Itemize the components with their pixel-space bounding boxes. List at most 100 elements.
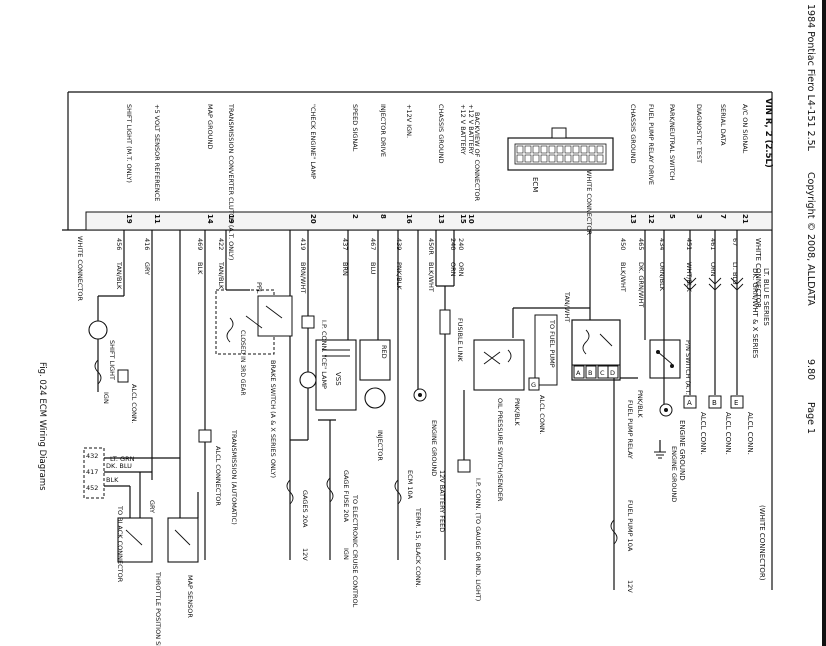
svg-text:Fig. 024 ECM Wiring Diagrams: Fig. 024 ECM Wiring Diagrams — [37, 362, 47, 491]
circuit-number: 465 — [637, 238, 645, 250]
pin-number: 11 — [153, 214, 161, 224]
plug-cell — [588, 145, 596, 154]
ecm-connector-plug — [507, 127, 614, 171]
svg-text:RED: RED — [380, 345, 388, 359]
pin-function-label: SERIAL DATA — [719, 104, 727, 146]
plug-cell — [540, 145, 548, 154]
pin-number: 8 — [379, 214, 387, 219]
plug-cell — [516, 145, 524, 154]
plug-cell — [572, 154, 580, 163]
svg-text:(WHITE CONNECTOR): (WHITE CONNECTOR) — [758, 505, 766, 581]
svg-text:ALCL CONN.: ALCL CONN. — [130, 384, 138, 424]
page-header: 1984 Pontiac Fiero L4-151 2.5L Copyright… — [805, 4, 816, 434]
circuit-number: 67 — [731, 238, 739, 246]
plug-cell — [588, 154, 596, 163]
svg-text:ALCL CONNECTOR: ALCL CONNECTOR — [214, 446, 222, 506]
circuit-number: 240 — [449, 238, 457, 250]
svg-text:TO BLACK CONNECTOR: TO BLACK CONNECTOR — [116, 505, 124, 583]
wire-color: GRY — [143, 262, 151, 275]
svg-text:PPL: PPL — [255, 282, 263, 294]
header-title: 1984 Pontiac Fiero L4-151 2.5L — [805, 4, 816, 152]
circuit-number: 439 — [395, 238, 403, 250]
svg-text:PNK/BLK: PNK/BLK — [513, 398, 521, 426]
svg-text:DK. BLU: DK. BLU — [106, 462, 132, 470]
svg-text:B: B — [588, 369, 592, 377]
plug-cell — [580, 154, 588, 163]
svg-text:C: C — [600, 369, 605, 377]
pin-function-label: FUEL PUMP RELAY DRIVE — [647, 104, 655, 185]
svg-text:12V: 12V — [301, 548, 309, 561]
svg-text:D: D — [610, 369, 615, 377]
fuel-pump-relay-label: FUEL PUMP RELAY — [626, 400, 634, 459]
svg-text:A: A — [576, 369, 581, 377]
to-fuel-pump: G — [528, 314, 558, 391]
wire-color: BLK/WHT — [619, 262, 627, 292]
fuel-pump-12v: 12V — [626, 580, 634, 593]
pin-number: 7 — [719, 214, 727, 219]
circuit-number: 461 — [709, 238, 717, 250]
wire-color: ORN — [709, 262, 717, 277]
svg-text:BRAKE SWITCH (A & X SERIES ONL: BRAKE SWITCH (A & X SERIES ONLY) — [269, 360, 277, 478]
svg-text:GAGES 20A: GAGES 20A — [301, 490, 309, 528]
pin-function-label: DIAGNOSTIC TEST — [695, 104, 703, 163]
fuel-pump-fuse-label: FUEL PUMP 10A — [626, 500, 634, 552]
pin-function-label: TRANSMISSION CONVERTER CLUTCH (A.T. ONLY… — [227, 103, 235, 260]
circuit-number: 437 — [341, 238, 349, 250]
ecm-fuse — [394, 230, 402, 560]
pin-number: 13 — [437, 214, 445, 224]
tan-wht-bus — [512, 307, 590, 338]
wire-color: ORN — [457, 262, 465, 277]
brake-switch-assembly — [198, 230, 293, 560]
plug-cell — [564, 154, 572, 163]
circuit-number: 456 — [115, 238, 123, 250]
plug-cell — [580, 145, 588, 154]
pin-function-label: A/C ON SIGNAL — [741, 104, 749, 154]
circuit-number: 450R — [427, 238, 435, 255]
fuel-pump-relay: A B C D — [571, 230, 638, 590]
ecm-pin-strip — [85, 211, 773, 231]
plug-cell — [532, 154, 540, 163]
svg-text:TAN/WHT: TAN/WHT — [563, 291, 571, 322]
plug-cell — [596, 145, 604, 154]
header-version: 9.80 — [805, 359, 816, 380]
wire-pnk-blk-right: PNK/BLK — [636, 390, 644, 418]
plug-cell — [556, 154, 564, 163]
svg-text:FUSIBLE LINK: FUSIBLE LINK — [456, 318, 464, 362]
vss — [315, 230, 357, 411]
svg-text:B: B — [712, 399, 717, 407]
circuit-number: 240 — [457, 238, 465, 250]
plug-cell — [596, 154, 604, 163]
blk-conn-417: 417 — [86, 468, 98, 476]
engine-ground-2 — [654, 440, 666, 459]
plug-cell — [532, 145, 540, 154]
svg-text:GRY: GRY — [148, 500, 156, 513]
plug-cell — [516, 154, 524, 163]
svg-text:TERM. 15, BLACK CONN.: TERM. 15, BLACK CONN. — [414, 507, 422, 588]
svg-text:VSS: VSS — [334, 372, 342, 386]
svg-text:ALCL CONN.: ALCL CONN. — [538, 395, 546, 435]
pin-function-label: +5 VOLT SENSOR REFERENCE — [153, 104, 161, 201]
pin-function-label: +12 V BATTERY — [459, 104, 467, 155]
header-copyright: Copyright © 2008, ALLDATA — [805, 172, 816, 306]
ecm-vin-label: VIN R, 2 (2.5L) — [763, 98, 773, 168]
plug-cell — [564, 145, 572, 154]
wire-color: DK. GRN/WHT — [637, 262, 645, 307]
svg-text:BLK: BLK — [106, 476, 119, 484]
svg-text:12V BATTERY FEED: 12V BATTERY FEED — [438, 470, 446, 532]
plug-cell — [548, 154, 556, 163]
pin-number: 20 — [309, 214, 317, 224]
wire-color: LT. BLU — [731, 262, 739, 285]
white-connector-right: (WHITE CONNECTOR) — [758, 505, 766, 581]
svg-text:IGN: IGN — [102, 392, 110, 404]
pin-number: 2 — [351, 214, 359, 219]
engine-ground-3 — [413, 230, 427, 402]
white-connector-top: WHITE CONNECTOR — [754, 238, 762, 308]
ip-conn-gauge — [457, 390, 471, 473]
engine-ground-1: ENGINE GROUND — [678, 420, 686, 481]
pn-switch-label: P/N SWITCH (A.T.) — [684, 340, 692, 397]
pin-number: 21 — [741, 214, 749, 224]
svg-text:VIN R, 2 (2.5L): VIN R, 2 (2.5L) — [763, 98, 773, 168]
plug-cell — [524, 154, 532, 163]
